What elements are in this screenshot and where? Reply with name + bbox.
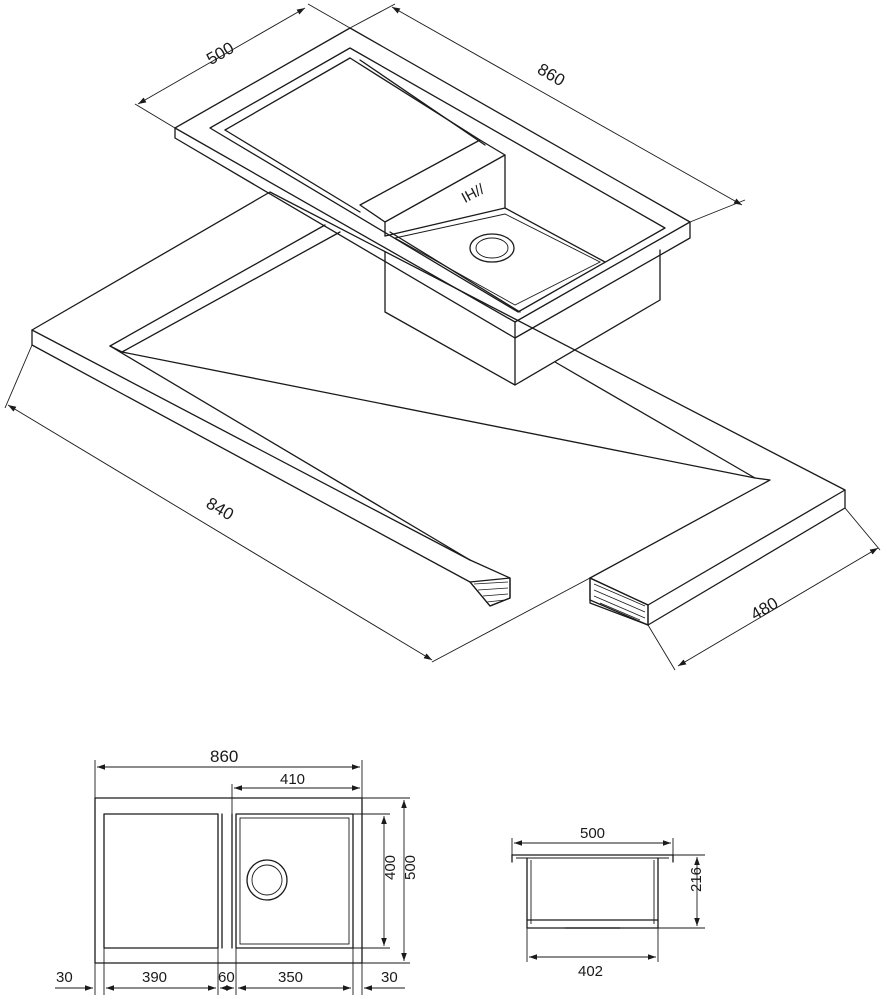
bowl-area <box>235 813 354 949</box>
dim-iso-860: 860 <box>349 3 746 223</box>
dim-label-410: 410 <box>280 771 305 788</box>
sink-iso: IH// <box>174 27 691 386</box>
dim-label-402: 402 <box>578 963 603 980</box>
dim-label-30-left: 30 <box>56 969 73 986</box>
dim-label-216: 216 <box>688 867 705 892</box>
side-view: 500 216 402 <box>511 825 705 980</box>
dim-label-350: 350 <box>278 969 303 986</box>
dim-label-860-top: 860 <box>210 747 238 766</box>
dim-label-60: 60 <box>218 969 235 986</box>
dim-label-480-iso: 480 <box>747 593 781 624</box>
dim-label-400: 400 <box>382 855 399 880</box>
drain-top <box>246 859 288 901</box>
dim-label-500-top: 500 <box>402 855 419 880</box>
dim-iso-480: 480 <box>647 507 881 671</box>
cut-end-left <box>469 577 511 607</box>
dim-iso-840: 840 <box>4 344 591 663</box>
dim-label-500-side: 500 <box>580 825 605 842</box>
top-outline <box>94 797 363 964</box>
top-view: 860 410 400 500 30 390 60 350 30 <box>55 747 419 995</box>
countertop <box>31 191 846 626</box>
dim-label-500-iso: 500 <box>203 38 237 69</box>
sink-mark: IH// <box>459 180 488 206</box>
dim-label-390: 390 <box>142 969 167 986</box>
dim-label-30-right: 30 <box>381 969 398 986</box>
dim-label-840-iso: 840 <box>203 494 237 525</box>
cut-end-right <box>589 577 649 626</box>
drainer-area <box>103 813 219 949</box>
dim-label-860-iso: 860 <box>534 60 568 91</box>
isometric-view: IH// 500 860 840 480 <box>4 3 881 671</box>
drain-iso <box>469 233 515 263</box>
